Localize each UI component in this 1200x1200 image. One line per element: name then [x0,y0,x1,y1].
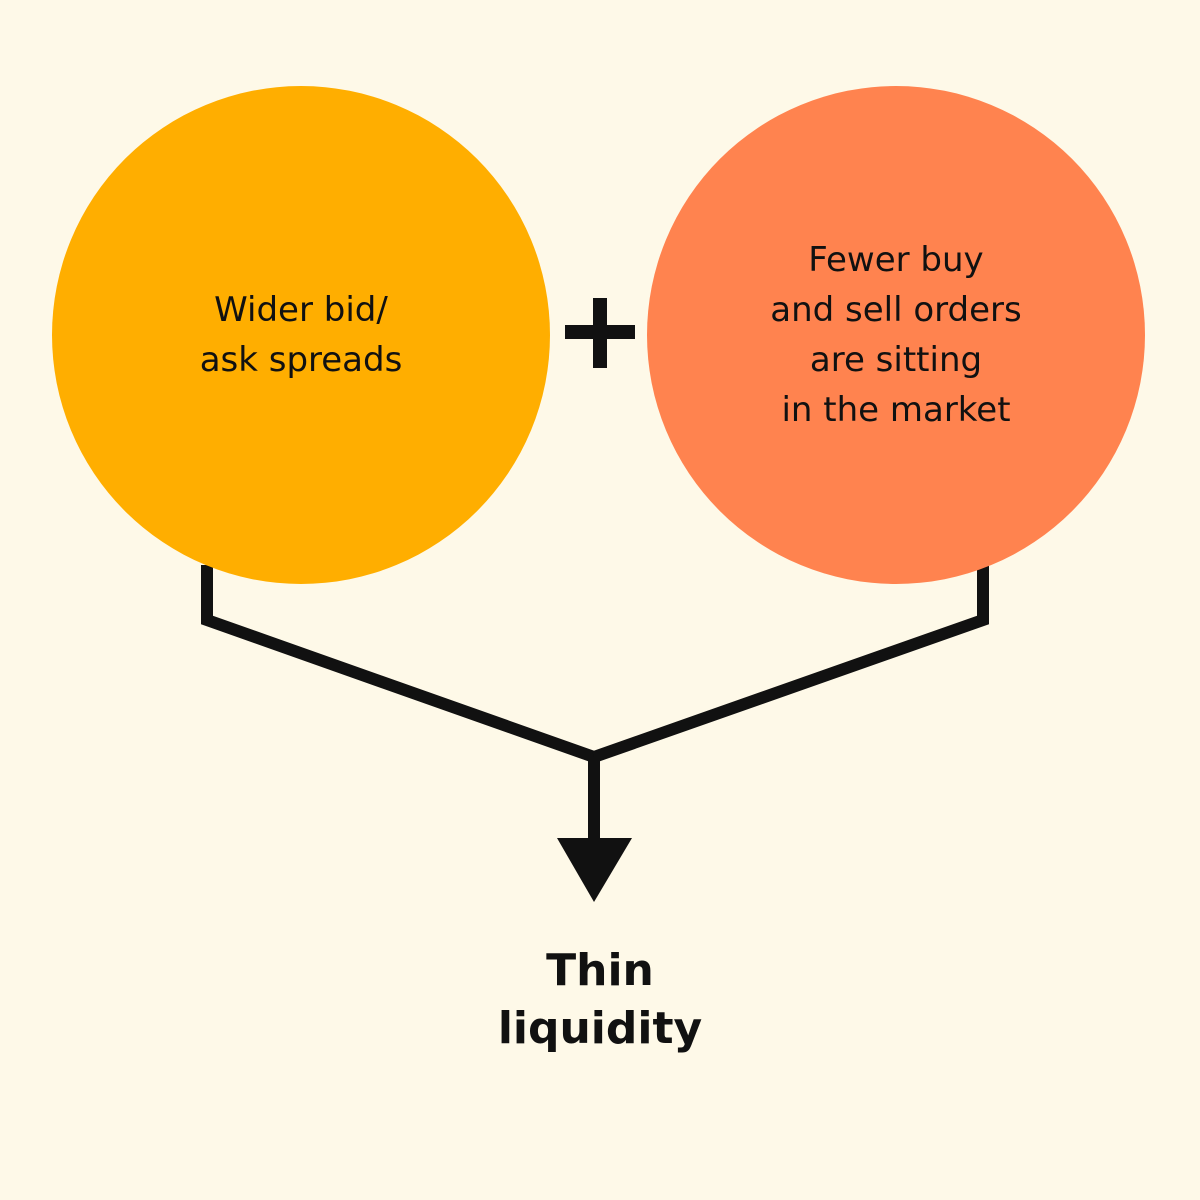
right-circle-label: Fewer buy and sell orders are sitting in… [770,235,1021,435]
result-line: Thin [546,945,654,996]
plus-icon [565,298,635,368]
right-circle-line: and sell orders [770,290,1022,330]
right-connector [592,565,989,763]
arrow-down-icon [557,838,632,902]
left-circle-line: ask spreads [199,340,403,380]
result-line: liquidity [497,1003,703,1054]
right-circle: Fewer buy and sell orders are sitting in… [647,86,1145,584]
left-circle-line: Wider bid/ [214,290,388,330]
plus-vertical-bar [593,298,607,368]
result-label: Thin liquidity [400,942,800,1058]
left-connector [201,565,597,763]
left-circle: Wider bid/ ask spreads [52,86,550,584]
left-circle-label: Wider bid/ ask spreads [200,285,403,385]
right-circle-line: Fewer buy [808,240,984,280]
right-circle-line: in the market [781,390,1011,430]
right-circle-line: are sitting [809,340,983,380]
